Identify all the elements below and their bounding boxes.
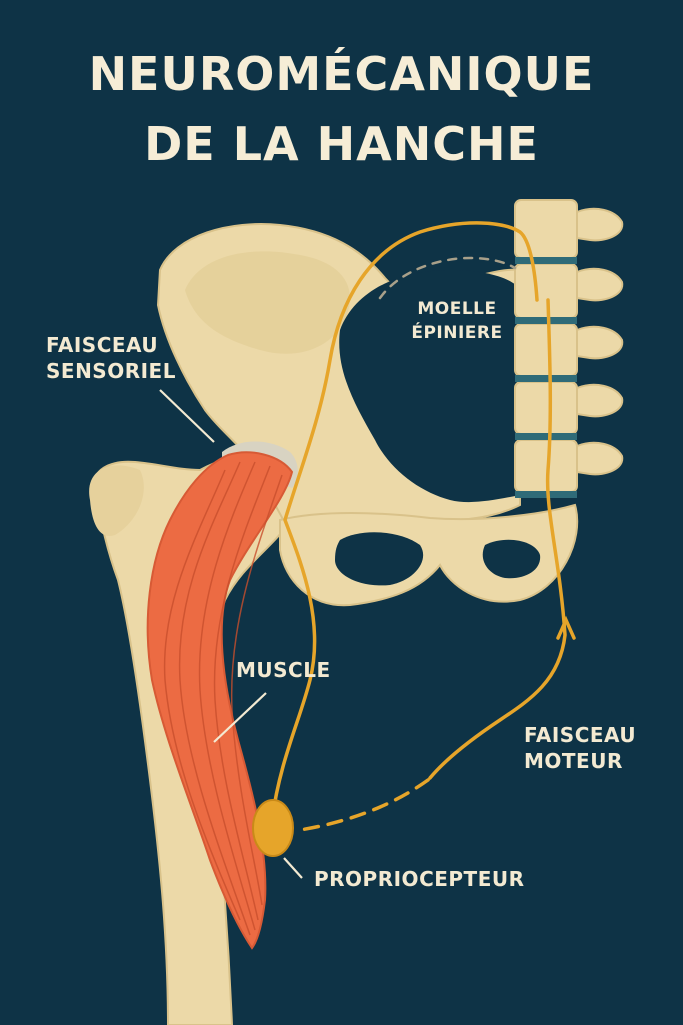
- label-sensory-line2: SENSORIEL: [46, 359, 176, 383]
- label-motor-line2: MOTEUR: [524, 749, 623, 773]
- title-line-2: DE LA HANCHE: [144, 117, 539, 171]
- spine: [514, 199, 624, 498]
- proprio-leader-line: [283, 857, 303, 879]
- sensory-nerve-path: [270, 221, 539, 822]
- spinal-dashed-arc: [378, 256, 517, 300]
- label-sensory-bundle: FAISCEAU SENSORIEL: [46, 332, 176, 384]
- label-spine-line2: ÉPINIERE: [411, 323, 503, 343]
- motor-nerve-dashed: [298, 778, 430, 832]
- label-motor-bundle: FAISCEAU MOTEUR: [524, 722, 636, 774]
- nerve-pathways: [270, 221, 576, 832]
- motor-nerve-path: [428, 298, 567, 780]
- muscle-leader-line: [213, 692, 267, 743]
- label-motor-line1: FAISCEAU: [524, 723, 637, 747]
- motor-arrowhead: [556, 615, 576, 640]
- label-spine-line1: MOELLE: [417, 299, 497, 319]
- label-sensory-line1: FAISCEAU: [46, 333, 159, 357]
- sensory-leader-line: [159, 389, 215, 443]
- proprioceptor-organ: [252, 799, 294, 857]
- leader-lines: [159, 389, 303, 879]
- label-proprioceptor: PROPRIOCEPTEUR: [314, 867, 525, 891]
- label-muscle: MUSCLE: [236, 658, 331, 682]
- title-line-1: NEUROMÉCANIQUE: [88, 47, 595, 101]
- label-spinal-cord: MOELLE ÉPINIERE: [402, 297, 512, 345]
